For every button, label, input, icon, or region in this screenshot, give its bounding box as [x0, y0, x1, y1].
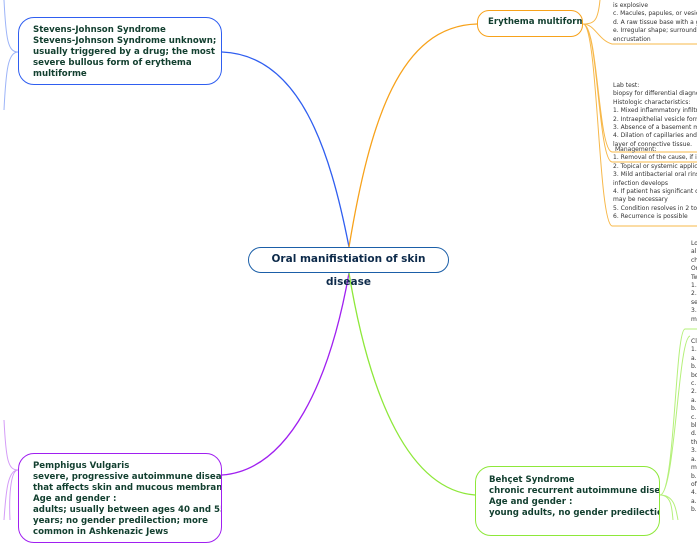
- topic-line: usually triggered by a drug; the most: [33, 47, 216, 57]
- note-line: e. Irregular shape; surrounde: [613, 27, 697, 35]
- topic-line: Stevens-Johnson Syndrome unknown;: [33, 36, 217, 46]
- note-line: layer of connective tissue.: [613, 140, 693, 148]
- note-line: 2.: [691, 388, 697, 396]
- note-line: 4.: [691, 489, 697, 497]
- note-line: b.: [691, 472, 697, 480]
- note-line: m: [691, 464, 697, 472]
- note-line: b.: [691, 363, 697, 371]
- note-line: Histologic characteristics:: [613, 98, 691, 106]
- note-line: 6. Recurrence is possible: [613, 213, 688, 221]
- note-line: biopsy for differential diagnos: [613, 90, 697, 98]
- note-line: c. Macules, papules, or vesicle: [613, 10, 697, 18]
- note-line: Cli: [691, 338, 697, 345]
- topic-line: multiforme: [33, 69, 87, 79]
- note-line: 4. If patient has significant ora: [613, 188, 697, 196]
- topic-line: Pemphigus Vulgaris: [33, 461, 130, 471]
- topic-label: Erythema multiform: [488, 17, 583, 27]
- note-line: 2.: [691, 290, 697, 298]
- link-erythema: [348, 23, 478, 248]
- topic-line: young adults, no gender predilection: [489, 508, 660, 518]
- topic-line: severe, progressive autoimmune disease: [33, 472, 222, 482]
- connector-lines: [3, 0, 697, 520]
- note-line: 2. Topical or systemic applicat: [613, 162, 697, 170]
- link-erythema-notes: [582, 0, 697, 227]
- topic-line: that affects skin and mucous membranes: [33, 483, 222, 493]
- topic-line: Age and gender :: [489, 497, 573, 507]
- link-pemphigus: [221, 272, 350, 476]
- note-line: se: [691, 298, 697, 306]
- link-behcet-notes: [659, 328, 697, 520]
- note-line: 3.: [691, 307, 697, 315]
- topic-line: chronic recurrent autoimmune disease.: [489, 486, 660, 496]
- note-line: b.: [691, 506, 697, 514]
- note-line: 3.: [691, 447, 697, 455]
- link-sjs-children: [3, 0, 19, 111]
- note-line: 3. Absence of a basement me: [613, 124, 697, 132]
- note-line: 4. Dilation of capillaries and ly: [613, 132, 697, 140]
- link-pemphigus-children: [3, 419, 19, 520]
- topic-line: adults; usually between ages 40 and 55: [33, 505, 222, 515]
- note-line: Lo: [691, 240, 697, 247]
- erythema-note-management[interactable]: Management: 1. Removal of the cause, if …: [613, 146, 697, 222]
- note-line: 3. Mild antibacterial oral rinse: [613, 171, 697, 179]
- note-line: infection develops: [613, 179, 668, 187]
- note-line: Or: [691, 265, 697, 273]
- note-line: c.: [691, 413, 697, 421]
- erythema-note-lab-test[interactable]: Lab test: biopsy for differential diagno…: [613, 82, 697, 149]
- note-line: b.: [691, 405, 697, 413]
- topic-line: Stevens-Johnson Syndrome: [33, 25, 166, 35]
- behcet-note-clinical[interactable]: Cli 1. a. b. bo c. 2. a. b. c. bli d. th…: [691, 338, 697, 515]
- note-line: a.: [691, 455, 697, 463]
- note-line: a.: [691, 354, 697, 362]
- erythema-note-lesions[interactable]: is explosive c. Macules, papules, or ves…: [613, 2, 697, 44]
- topic-line: Behçet Syndrome: [489, 475, 575, 485]
- topic-pemphigus-vulgaris[interactable]: Pemphigus Vulgaris severe, progressive a…: [18, 453, 222, 543]
- note-line: Tw: [691, 273, 697, 281]
- link-behcet: [348, 272, 476, 496]
- topic-line: Age and gender :: [33, 494, 117, 504]
- note-line: a.: [691, 497, 697, 505]
- note-line: may be necessary: [613, 196, 668, 204]
- topic-line: common in Ashkenazic Jews: [33, 527, 169, 537]
- note-line: th: [691, 438, 697, 446]
- note-line: m: [691, 315, 697, 323]
- link-sjs: [221, 51, 350, 248]
- note-line: 1. Mixed inflammatory infiltrat: [613, 107, 697, 115]
- note-line: Management:: [615, 146, 657, 153]
- note-line: 2. Intraepithelial vesicle forma: [613, 115, 697, 123]
- topic-behcet-syndrome[interactable]: Behçet Syndrome chronic recurrent autoim…: [475, 466, 660, 536]
- topic-line: severe bullous form of erythema: [33, 58, 192, 68]
- note-line: ch: [691, 256, 697, 264]
- note-line: 5. Condition resolves in 2 to 4: [613, 204, 697, 212]
- behcet-note-lesions[interactable]: Lo al ch Or Tw 1. 2. se 3. m: [691, 240, 697, 324]
- note-line: d. A raw tissue base with a gra: [613, 18, 697, 26]
- note-line: a.: [691, 396, 697, 404]
- topic-erythema-multiform[interactable]: Erythema multiform: [477, 10, 583, 37]
- topic-line: years; no gender predilection; more: [33, 516, 208, 526]
- note-line: 1.: [691, 346, 697, 354]
- note-line: bo: [691, 371, 697, 379]
- note-line: 1. Removal of the cause, if ide: [613, 154, 697, 162]
- note-line: encrustation: [613, 35, 651, 43]
- central-topic[interactable]: Oral manifistiation of skin disease: [248, 247, 449, 288]
- note-line: Lab test:: [613, 82, 640, 89]
- note-line: c.: [691, 380, 697, 388]
- note-line: bli: [691, 422, 697, 430]
- note-line: d.: [691, 430, 697, 438]
- note-line: is explosive: [613, 2, 649, 9]
- note-line: of: [691, 480, 697, 488]
- note-line: al: [691, 248, 697, 256]
- topic-stevens-johnson[interactable]: Stevens-Johnson Syndrome Stevens-Johnson…: [18, 17, 222, 85]
- note-line: 1.: [691, 282, 697, 290]
